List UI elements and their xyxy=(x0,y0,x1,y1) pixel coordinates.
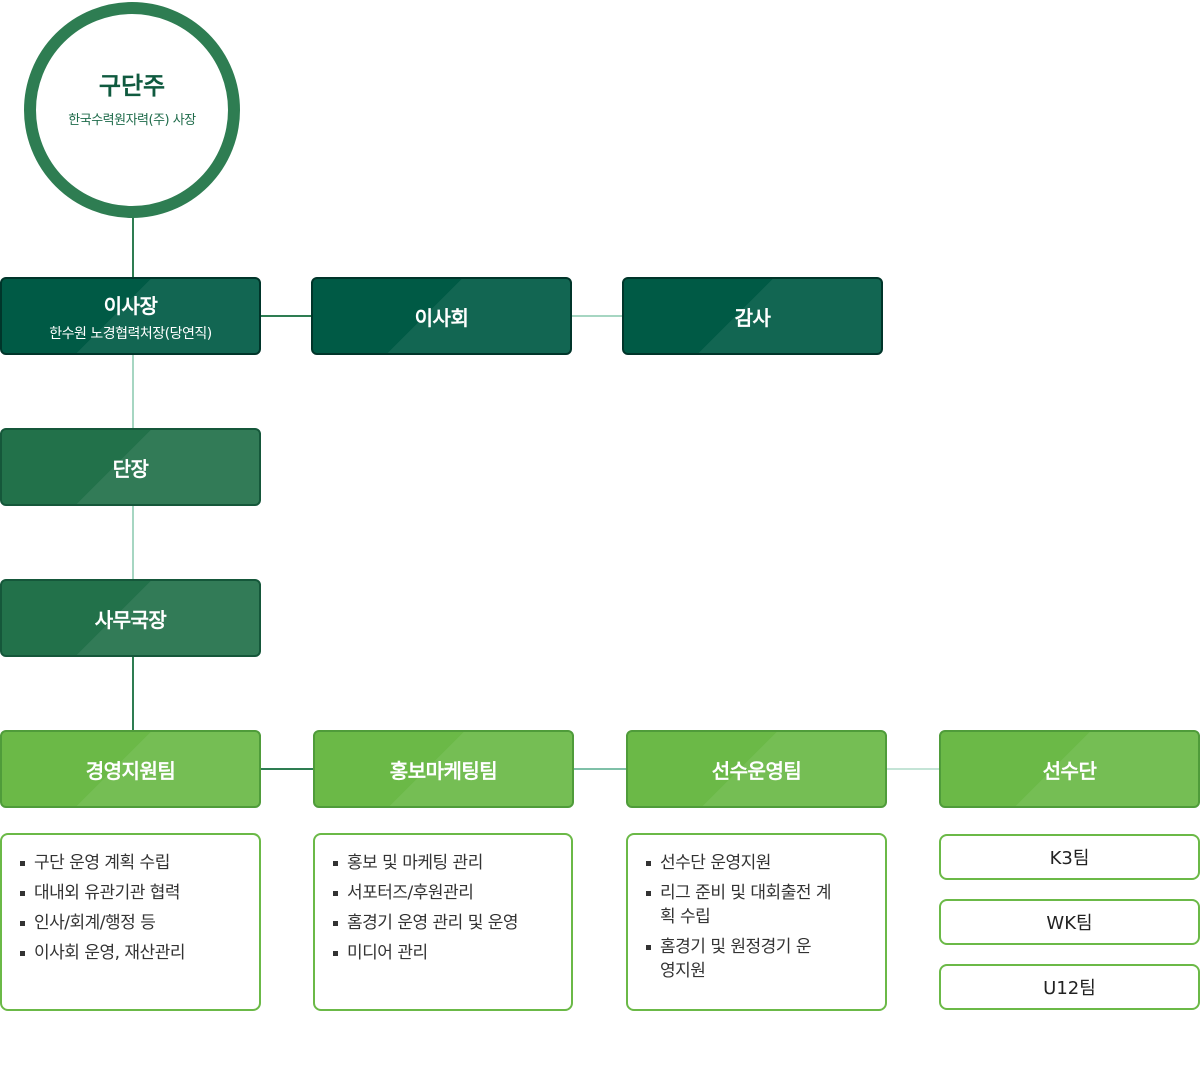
team-title: 선수단 xyxy=(1042,758,1097,783)
duty-item: 서포터즈/후원관리 xyxy=(333,881,553,905)
connector-president-board xyxy=(260,315,312,317)
team-pr-marketing: 홍보마케팅팀 xyxy=(313,730,574,808)
board-node: 이사회 xyxy=(311,277,572,355)
squad-u12: U12팀 xyxy=(939,964,1200,1010)
duty-item: 리그 준비 및 대회출전 계획 수립 xyxy=(646,881,835,929)
board-title: 이사회 xyxy=(414,305,469,330)
secretary-title: 사무국장 xyxy=(94,607,167,632)
director-node: 단장 xyxy=(0,428,261,506)
connector-team1-team2 xyxy=(260,768,314,770)
duty-item: 홍보 및 마케팅 관리 xyxy=(333,851,553,875)
director-title: 단장 xyxy=(112,456,149,481)
connector-board-audit xyxy=(571,315,623,317)
connector-director-secretary xyxy=(132,505,134,580)
duty-item: 선수단 운영지원 xyxy=(646,851,867,875)
team-title: 홍보마케팅팀 xyxy=(389,758,498,783)
president-node: 이사장 한수원 노경협력처장(당연직) xyxy=(0,277,261,355)
connector-chairman-president xyxy=(132,216,134,278)
connector-team2-team3 xyxy=(573,768,627,770)
team-player-operations: 선수운영팀 xyxy=(626,730,887,808)
team-title: 경영지원팀 xyxy=(85,758,176,783)
duty-item: 대내외 유관기관 협력 xyxy=(20,881,241,905)
connector-secretary-teams xyxy=(132,656,134,731)
duty-item: 이사회 운영, 재산관리 xyxy=(20,941,241,965)
president-title: 이사장 xyxy=(103,293,158,318)
duty-item: 구단 운영 계획 수립 xyxy=(20,851,241,875)
team-title: 선수운영팀 xyxy=(711,758,802,783)
duty-item: 홈경기 및 원정경기 운영지원 xyxy=(646,935,820,983)
duty-item: 홈경기 운영 관리 및 운영 xyxy=(333,911,553,935)
secretary-node: 사무국장 xyxy=(0,579,261,657)
president-sub: 한수원 노경협력처장(당연직) xyxy=(49,325,212,342)
duty-item: 미디어 관리 xyxy=(333,941,553,965)
team-squad: 선수단 xyxy=(939,730,1200,808)
team-duties-management-support: 구단 운영 계획 수립 대내외 유관기관 협력 인사/회계/행정 등 이사회 운… xyxy=(0,833,261,1011)
audit-node: 감사 xyxy=(622,277,883,355)
squad-k3: K3팀 xyxy=(939,834,1200,880)
chairman-name: 구단주 xyxy=(98,72,166,100)
connector-team3-team4 xyxy=(886,768,940,770)
chairman-title: 한국수력원자력(주) 사장 xyxy=(68,113,196,128)
duty-item: 인사/회계/행정 등 xyxy=(20,911,241,935)
squad-wk: WK팀 xyxy=(939,899,1200,945)
team-duties-player-operations: 선수단 운영지원 리그 준비 및 대회출전 계획 수립 홈경기 및 원정경기 운… xyxy=(626,833,887,1011)
chairman-node: 구단주 한국수력원자력(주) 사장 xyxy=(24,2,240,218)
team-duties-pr-marketing: 홍보 및 마케팅 관리 서포터즈/후원관리 홈경기 운영 관리 및 운영 미디어… xyxy=(313,833,573,1011)
audit-title: 감사 xyxy=(734,305,771,330)
connector-president-director xyxy=(132,354,134,429)
team-management-support: 경영지원팀 xyxy=(0,730,261,808)
